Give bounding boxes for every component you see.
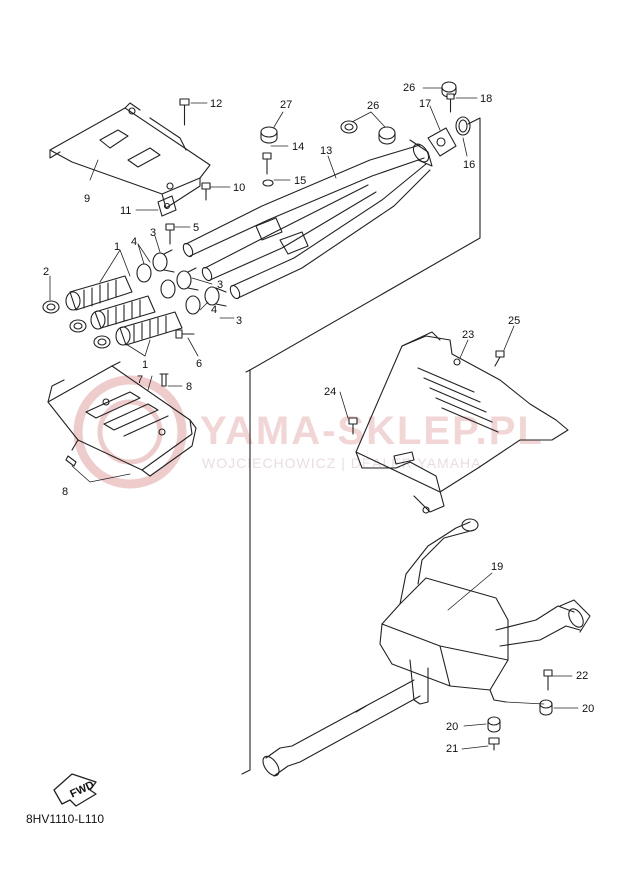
bolt-25 — [494, 350, 505, 367]
exhaust-inner-pipes — [65, 275, 183, 346]
part-label-7: 7 — [137, 374, 143, 386]
bolt-22 — [543, 669, 553, 691]
figure-code: 8HV1110-L110 — [26, 812, 104, 826]
clamp-17 — [427, 127, 457, 157]
part-label-1: 1 — [114, 241, 120, 253]
part-label-13: 13 — [320, 145, 332, 157]
watermark-logo-core — [97, 399, 163, 465]
gasket-2-set — [42, 300, 111, 349]
part-label-23: 23 — [462, 329, 474, 341]
fwd-label: FWD — [68, 779, 96, 800]
watermark: YAMA-SKLEP.PL WOJCIECHOWICZ | DEALER YAM… — [73, 375, 542, 489]
grommet-26a — [340, 120, 358, 134]
clamp-3-set — [152, 249, 227, 307]
bushing-20a — [487, 716, 501, 733]
bolt-6 — [175, 329, 195, 339]
heat-shield-muffler — [355, 331, 569, 514]
part-label-2: 2 — [43, 266, 49, 278]
part-label-26: 26 — [403, 82, 415, 94]
part-label-12: 12 — [210, 98, 222, 110]
part-label-26: 26 — [367, 100, 379, 112]
bolt-24 — [348, 417, 358, 435]
bracket-11 — [157, 195, 177, 217]
heat-shield-upper — [49, 102, 211, 209]
washer-15 — [262, 179, 274, 187]
part-label-20: 20 — [446, 721, 458, 733]
part-label-22: 22 — [576, 670, 588, 682]
bolt-10 — [201, 182, 211, 201]
watermark-subtitle: WOJCIECHOWICZ | DEALER YAMAHA — [202, 455, 481, 471]
part-label-4: 4 — [211, 304, 217, 316]
watermark-logo-ring — [73, 375, 187, 489]
fwd-arrow-icon — [53, 773, 97, 807]
part-label-1: 1 — [142, 359, 148, 371]
heat-shield-lower — [47, 361, 197, 477]
part-label-21: 21 — [446, 743, 458, 755]
assembly-frame — [241, 117, 481, 775]
part-label-3: 3 — [236, 315, 242, 327]
part-label-8: 8 — [62, 486, 68, 498]
muffler-tailpipe — [262, 679, 421, 777]
bolt-18 — [446, 93, 455, 113]
part-label-24: 24 — [324, 386, 336, 398]
bolt-21 — [488, 737, 500, 751]
part-label-20: 20 — [582, 703, 594, 715]
exhaust-y-pipe — [182, 139, 433, 300]
part-label-27: 27 — [280, 99, 292, 111]
bolt-14 — [262, 152, 272, 175]
part-label-5: 5 — [193, 222, 199, 234]
part-label-11: 11 — [120, 205, 131, 217]
bushing-20b — [539, 699, 553, 716]
rivet-8b — [65, 455, 77, 467]
cap-27 — [260, 126, 278, 144]
part-label-17: 17 — [419, 98, 431, 110]
part-label-25: 25 — [508, 315, 520, 327]
part-label-14: 14 — [292, 141, 304, 153]
bolt-5 — [165, 223, 175, 245]
part-label-3: 3 — [217, 279, 223, 291]
part-label-16: 16 — [463, 159, 475, 171]
grommet-26b — [378, 126, 396, 145]
part-number-labels: 1 1 2 3 3 3 4 4 5 6 7 8 8 9 10 11 12 13 … — [43, 82, 594, 755]
part-label-9: 9 — [84, 193, 90, 205]
part-label-18: 18 — [480, 93, 492, 105]
part-label-3: 3 — [150, 227, 156, 239]
part-label-19: 19 — [491, 561, 503, 573]
leader-lines — [49, 87, 579, 750]
part-label-10: 10 — [233, 182, 245, 194]
part-label-15: 15 — [294, 175, 306, 187]
part-label-6: 6 — [196, 358, 202, 370]
bolt-12 — [179, 98, 190, 126]
part-label-8: 8 — [186, 381, 192, 393]
part-label-4: 4 — [131, 236, 137, 248]
muffler-19 — [379, 518, 591, 705]
rivet-8a — [159, 373, 169, 387]
gasket-16 — [455, 116, 471, 136]
